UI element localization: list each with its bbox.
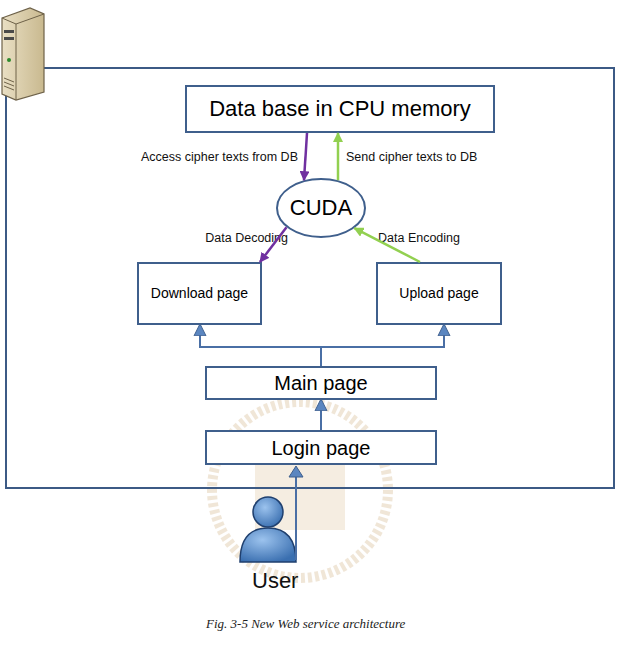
flow-arrow	[260, 227, 287, 262]
node-text: Data base in CPU memory	[209, 97, 471, 121]
cuda-circle: CUDA	[276, 178, 366, 238]
watermark-seal	[212, 402, 388, 578]
edge-label: Access cipher texts from DB	[100, 150, 298, 164]
actor-label: User	[252, 568, 298, 594]
node-text: Main page	[274, 372, 367, 394]
flow-arrow	[304, 133, 307, 180]
flow-arrow	[320, 400, 322, 430]
node-text: Login page	[272, 437, 371, 459]
node-text: Upload page	[399, 286, 478, 301]
page-box: Upload page	[376, 262, 502, 325]
user-icon	[240, 497, 296, 562]
flow-arrow	[337, 133, 340, 180]
server-boundary	[6, 68, 614, 488]
flow-arrow	[321, 325, 444, 366]
flow-arrow	[354, 228, 420, 262]
edge-label: Data Decoding	[150, 231, 288, 245]
database-box: Data base in CPU memory	[185, 85, 495, 133]
page-box: Main page	[205, 366, 437, 400]
page-box: Download page	[137, 262, 262, 325]
flow-arrow	[200, 325, 321, 366]
page-box: Login page	[205, 430, 437, 465]
node-text: Download page	[151, 286, 248, 301]
edge-label: Data Encoding	[378, 231, 518, 245]
user-arrow	[289, 466, 303, 560]
server-icon	[2, 8, 44, 100]
edge-label: Send cipher texts to DB	[346, 150, 546, 164]
node-text: CUDA	[290, 196, 352, 220]
figure-caption: Fig. 3-5 New Web service architecture	[206, 616, 405, 632]
ellipse-shape	[277, 179, 365, 237]
